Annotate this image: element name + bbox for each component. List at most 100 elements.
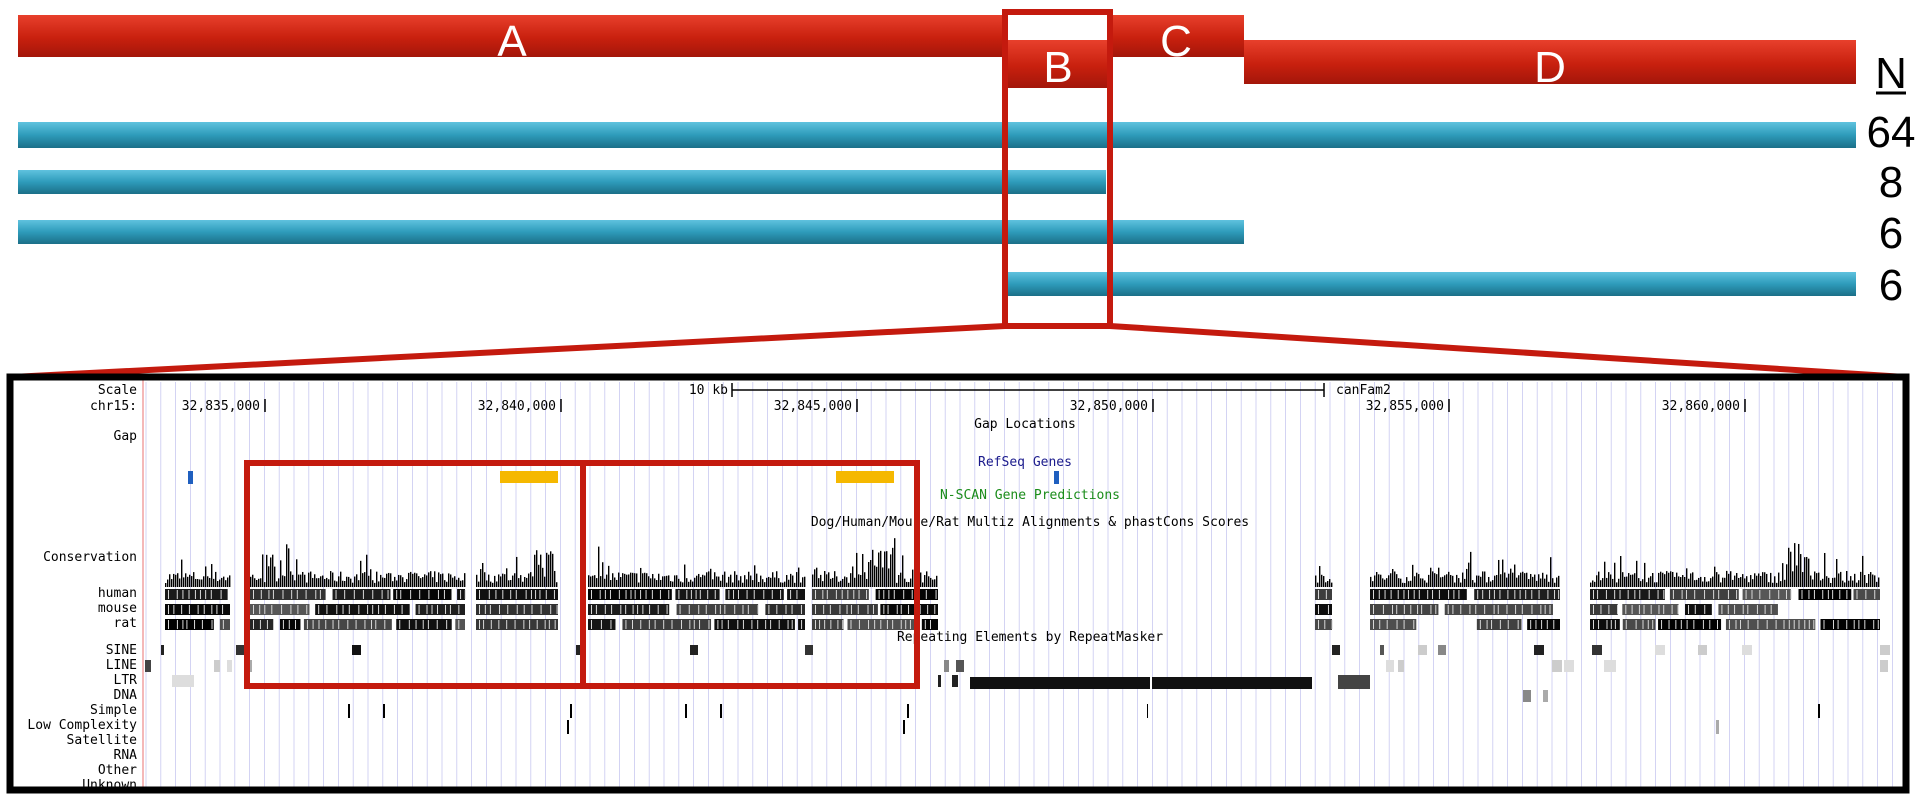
conservation-peak — [312, 577, 314, 587]
species-label-human: human — [98, 586, 137, 601]
alignment-gap-stripe — [381, 590, 383, 599]
alignment-gap-stripe — [1693, 620, 1695, 629]
alignment-gap-stripe — [1837, 620, 1839, 629]
alignment-gap-stripe — [545, 590, 547, 599]
alignment-gap-stripe — [1331, 620, 1333, 629]
conservation-peak — [534, 554, 536, 587]
conservation-peak — [1778, 572, 1780, 587]
conservation-peak — [414, 572, 416, 587]
coordinate-tick-label: 32,860,000 — [1662, 399, 1740, 414]
alignment-gap-stripe — [1407, 590, 1409, 599]
alignment-gap-stripe — [1318, 620, 1319, 629]
conservation-peak — [728, 576, 730, 587]
alignment-gap-stripe — [1521, 605, 1523, 614]
transcript-bars — [18, 122, 1856, 296]
alignment-gap-stripe — [1531, 590, 1533, 599]
alignment-gap-stripe — [1427, 590, 1429, 599]
alignment-gap-stripe — [1832, 620, 1834, 629]
conservation-peak — [354, 576, 356, 587]
conservation-peak — [882, 567, 884, 587]
conservation-peak — [832, 577, 834, 587]
conservation-peak — [1331, 582, 1333, 587]
alignment-gap-stripe — [819, 620, 821, 629]
alignment-gap-stripe — [1778, 590, 1780, 599]
conservation-peak — [814, 569, 816, 587]
alignment-gap-stripe — [695, 590, 697, 599]
alignment-gap-stripe — [925, 590, 927, 599]
conservation-peak — [1552, 578, 1554, 587]
alignment-block — [1590, 604, 1618, 615]
conservation-peak — [500, 576, 502, 587]
alignment-gap-stripe — [358, 605, 360, 614]
alignment-gap-stripe — [1856, 590, 1858, 599]
alignment-gap-stripe — [1756, 605, 1758, 614]
alignment-gap-stripe — [1727, 605, 1729, 614]
conservation-peak — [1862, 555, 1864, 587]
conservation-peak — [1846, 571, 1848, 587]
conservation-peak — [374, 582, 376, 587]
alignment-gap-stripe — [911, 590, 913, 599]
alignment-gap-stripe — [445, 605, 447, 614]
coordinate-tick-label: 32,850,000 — [1070, 399, 1148, 414]
alignment-gap-stripe — [260, 590, 262, 599]
alignment-gap-stripe — [367, 605, 369, 614]
conservation-peak — [1430, 567, 1432, 587]
conservation-peak — [356, 574, 358, 587]
alignment-block — [250, 589, 326, 600]
conservation-peak — [798, 567, 800, 587]
exon-highlight-box — [580, 460, 920, 689]
conservation-peak — [348, 576, 350, 587]
alignment-gap-stripe — [737, 590, 739, 599]
conservation-peak — [646, 573, 648, 587]
conservation-peak — [165, 582, 167, 587]
alignment-block — [1820, 619, 1880, 630]
ltr-long-element — [970, 677, 1150, 689]
conservation-peak — [650, 578, 652, 587]
repeat-element — [1655, 645, 1665, 655]
alignment-gap-stripe — [850, 620, 852, 629]
alignment-gap-stripe — [335, 590, 337, 599]
alignment-gap-stripe — [1386, 620, 1388, 629]
alignment-gap-stripe — [1822, 590, 1824, 599]
alignment-gap-stripe — [1793, 620, 1795, 629]
alignment-gap-stripe — [1736, 590, 1738, 599]
conservation-peak — [860, 574, 862, 587]
conservation-peak — [1327, 581, 1329, 587]
alignment-gap-stripe — [866, 590, 868, 599]
conservation-peak — [450, 574, 452, 587]
conservation-peak — [1404, 582, 1406, 587]
conservation-peak — [191, 576, 193, 587]
conservation-peak — [622, 573, 624, 587]
alignment-gap-stripe — [1403, 605, 1405, 614]
alignment-gap-stripe — [842, 620, 844, 629]
alignment-gap-stripe — [1751, 590, 1753, 599]
alignment-gap-stripe — [815, 620, 816, 629]
conservation-peak — [195, 578, 197, 587]
alignment-gap-stripe — [326, 605, 328, 614]
conservation-peak — [690, 579, 692, 587]
conservation-peak — [488, 574, 490, 587]
conservation-peak — [390, 573, 392, 587]
conservation-peak — [640, 567, 642, 587]
alignment-gap-stripe — [757, 620, 759, 629]
conservation-peak — [384, 577, 386, 587]
alignment-gap-stripe — [203, 605, 205, 614]
alignment-gap-stripe — [1390, 590, 1392, 599]
alignment-gap-stripe — [1823, 620, 1825, 629]
alignment-gap-stripe — [281, 605, 283, 614]
alignment-gap-stripe — [765, 620, 767, 629]
alignment-gap-stripe — [550, 605, 552, 614]
conservation-peak — [352, 582, 354, 587]
alignment-gap-stripe — [699, 590, 701, 599]
conservation-peak — [1620, 556, 1622, 587]
conservation-peak — [602, 562, 604, 587]
coordinate-tick-label: 32,840,000 — [478, 399, 556, 414]
conservation-peak — [328, 579, 330, 587]
alignment-gap-stripe — [648, 620, 650, 629]
alignment-gap-stripe — [751, 620, 753, 629]
alignment-gap-stripe — [168, 620, 169, 629]
conservation-peak — [1386, 578, 1388, 587]
conservation-peak — [1822, 578, 1824, 587]
alignment-gap-stripe — [763, 590, 765, 599]
alignment-gap-stripe — [296, 590, 298, 599]
